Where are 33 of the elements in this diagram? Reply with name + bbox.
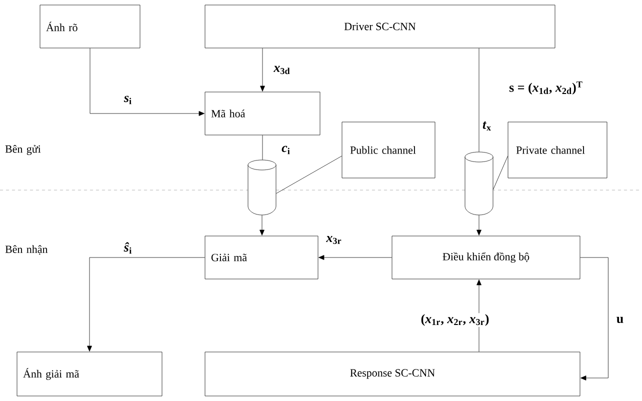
arrow <box>318 255 392 260</box>
edge-label: s$_{i}$ <box>122 94 134 106</box>
edge-label: x$_{3d}$ <box>272 64 292 76</box>
process-box: Giải mã <box>204 236 318 280</box>
arrow <box>580 257 608 380</box>
process-box: Mã hoá <box>204 92 320 136</box>
side-label: Bên nhận <box>5 245 48 255</box>
connector-line <box>262 135 263 160</box>
leader-line <box>276 156 342 194</box>
side-label: Bên gửi <box>5 144 41 155</box>
callout-box: Private channel <box>508 122 608 178</box>
process-box: Driver SC-CNN <box>204 4 556 48</box>
arrow <box>87 257 205 352</box>
edge-label: x$_{3r}$ <box>325 235 343 245</box>
arrow <box>476 215 482 236</box>
arrow <box>260 48 265 92</box>
edge-label: (x$_{1r}$, x$_{2r}$, x$_{3r}$) <box>420 313 490 327</box>
cylinder-symbol <box>464 152 494 216</box>
cylinder-symbol <box>248 160 276 216</box>
process-box: Ánh rõ <box>40 4 140 48</box>
process-box: Ánh giải mã <box>16 352 162 396</box>
process-box: Response SC-CNN <box>204 352 580 396</box>
edge-label: c$_{i}$ <box>280 144 292 156</box>
edge-label: u <box>615 316 625 324</box>
signal-label: t$_{x}$ <box>482 121 491 131</box>
arrow <box>90 48 204 116</box>
process-box: Điều khiển đồng bộ <box>392 236 580 280</box>
callout-box: Public channel <box>342 122 436 178</box>
edge-label: ŝ$_{i}$ <box>122 241 134 255</box>
edge-label: s = (x$_{1d}$, x$_{2d}$)$^{T}$ <box>508 80 584 96</box>
arrow <box>476 280 482 352</box>
connector-line <box>478 48 480 152</box>
arrow <box>260 215 264 236</box>
